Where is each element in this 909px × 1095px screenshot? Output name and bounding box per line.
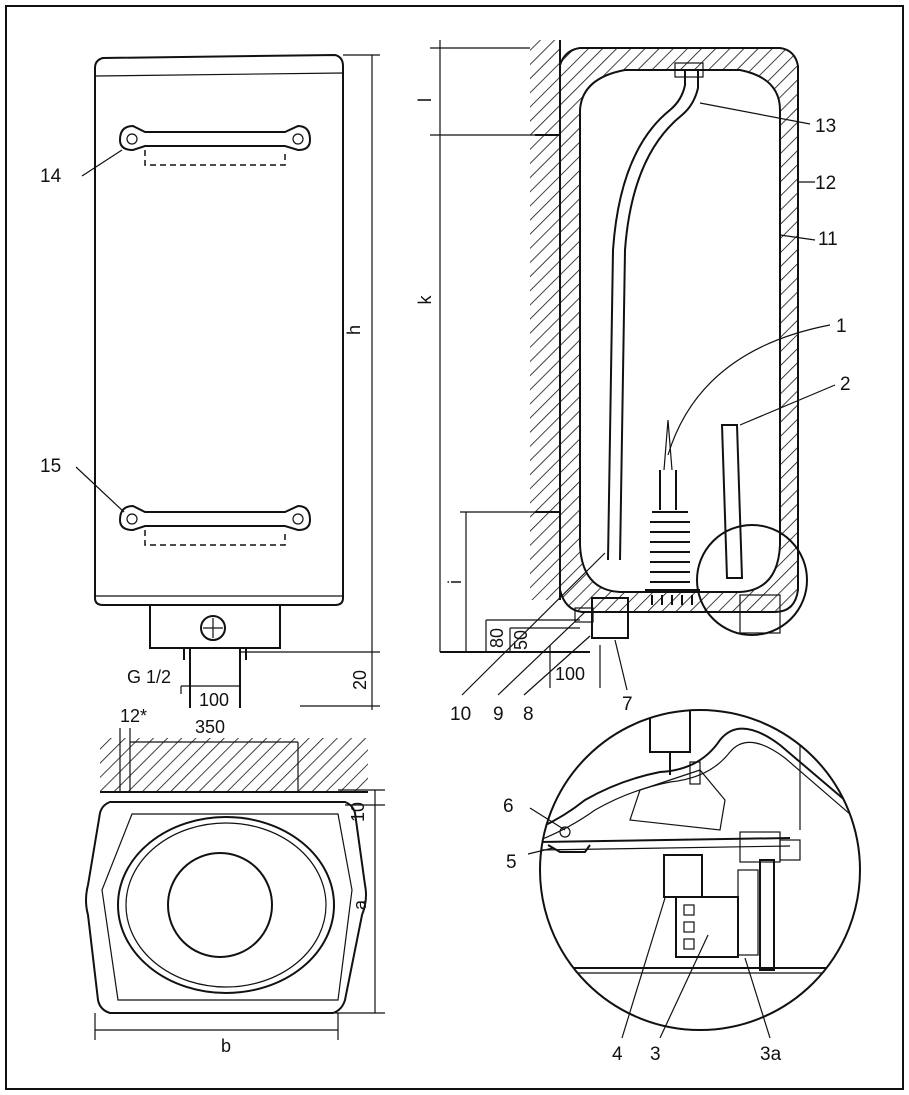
dimension-a: a bbox=[350, 899, 370, 910]
wall-hatch-side bbox=[530, 40, 560, 600]
front-view: h 20 G 1/2 100 14 15 bbox=[40, 53, 380, 710]
detail-circle-border bbox=[539, 709, 861, 1031]
side-section-view: l k i 80 50 bbox=[415, 40, 851, 725]
label-3a: 3a bbox=[760, 1044, 782, 1065]
detail-view: 6 5 4 3 3a bbox=[503, 709, 861, 1065]
frame-border bbox=[5, 5, 904, 1090]
top-outline-outer bbox=[85, 801, 367, 1014]
dimension-80: 80 bbox=[487, 628, 507, 648]
label-14: 14 bbox=[40, 166, 62, 187]
detail-thermostat bbox=[663, 854, 703, 898]
detail-thermostat-body bbox=[675, 896, 739, 958]
front-tank-body bbox=[94, 53, 344, 606]
dimension-50: 50 bbox=[511, 630, 531, 650]
dimension-i: i bbox=[445, 580, 465, 584]
top-outline-inner bbox=[101, 813, 353, 1001]
dimension-h: h bbox=[344, 325, 364, 335]
dimension-100-side: 100 bbox=[555, 664, 585, 684]
label-1: 1 bbox=[836, 316, 847, 337]
thermostat-knob-icon bbox=[200, 615, 226, 641]
dimension-k: k bbox=[415, 295, 435, 305]
dimension-10: 10 bbox=[348, 802, 368, 822]
tank-circle-outer bbox=[117, 816, 335, 994]
heating-element-tip bbox=[663, 419, 673, 471]
anode-rod bbox=[720, 424, 744, 579]
insulation-hatch bbox=[560, 48, 798, 612]
label-8: 8 bbox=[523, 704, 534, 725]
tank-circle-inner bbox=[125, 822, 327, 988]
label-2: 2 bbox=[840, 374, 851, 395]
label-9: 9 bbox=[493, 704, 504, 725]
upper-bracket bbox=[118, 124, 312, 166]
bottom-fitting bbox=[591, 597, 629, 639]
label-10: 10 bbox=[450, 704, 471, 725]
thread-label: G 1/2 bbox=[127, 667, 171, 687]
top-view: 12* 350 10 a b bbox=[85, 706, 385, 1056]
outer-casing bbox=[559, 47, 799, 613]
label-6: 6 bbox=[503, 796, 514, 817]
detail-anode-top bbox=[649, 710, 691, 753]
label-12: 12 bbox=[815, 173, 836, 194]
label-3: 3 bbox=[650, 1044, 661, 1065]
tank-core-circle bbox=[167, 852, 273, 958]
hot-water-riser bbox=[607, 70, 686, 561]
label-13: 13 bbox=[815, 116, 836, 137]
lower-bracket bbox=[118, 504, 312, 546]
control-box bbox=[149, 604, 281, 649]
dimension-12: 12* bbox=[120, 706, 147, 726]
label-15: 15 bbox=[40, 456, 61, 477]
dimension-350: 350 bbox=[195, 717, 225, 737]
label-11: 11 bbox=[818, 229, 838, 250]
dimension-100-front: 100 bbox=[199, 690, 229, 710]
heating-coil bbox=[650, 511, 690, 583]
label-7: 7 bbox=[622, 694, 633, 715]
label-5: 5 bbox=[506, 852, 517, 873]
label-4: 4 bbox=[612, 1044, 623, 1065]
dimension-b: b bbox=[221, 1036, 231, 1056]
dimension-l: l bbox=[415, 98, 435, 102]
dimension-20: 20 bbox=[350, 670, 370, 690]
inner-tank bbox=[579, 69, 781, 593]
wall-hatch-top bbox=[100, 738, 368, 792]
detail-callout-circle bbox=[696, 524, 808, 636]
